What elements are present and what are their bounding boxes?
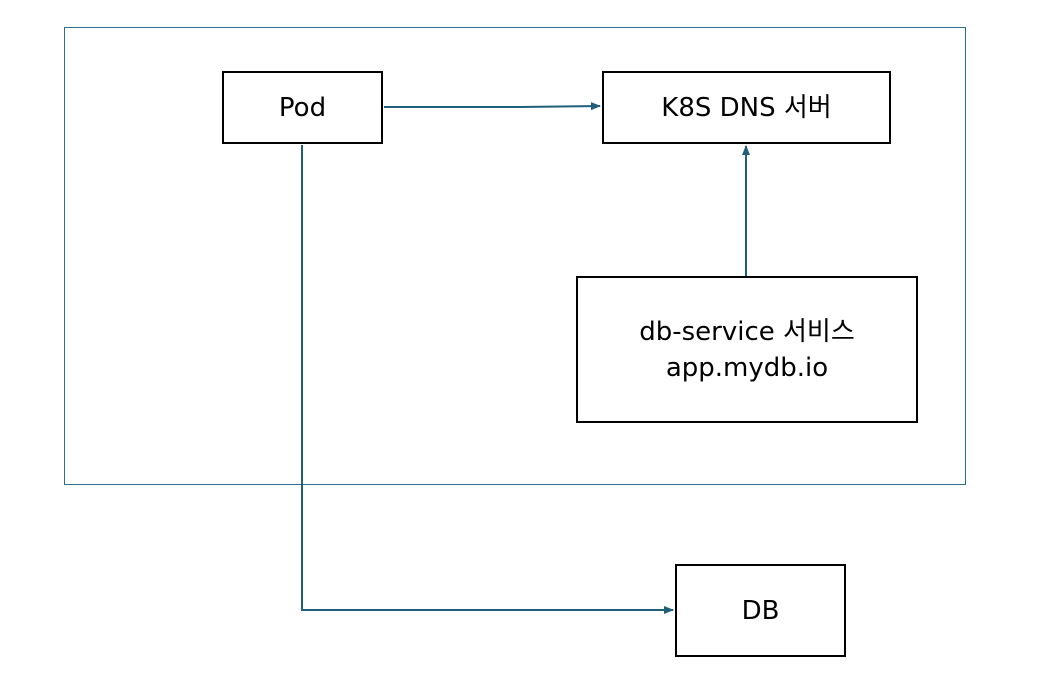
node-db-service-name: db-service 서비스 <box>639 316 855 347</box>
node-db-service[interactable]: db-service 서비스 app.mydb.io <box>576 276 918 423</box>
node-db-label: DB <box>741 595 780 626</box>
node-k8s-dns-server[interactable]: K8S DNS 서버 <box>602 71 891 144</box>
node-db-service-host: app.mydb.io <box>665 352 829 383</box>
node-db[interactable]: DB <box>675 564 846 657</box>
node-pod[interactable]: Pod <box>222 71 383 144</box>
node-pod-label: Pod <box>278 92 327 123</box>
node-k8s-dns-server-label: K8S DNS 서버 <box>661 92 832 123</box>
